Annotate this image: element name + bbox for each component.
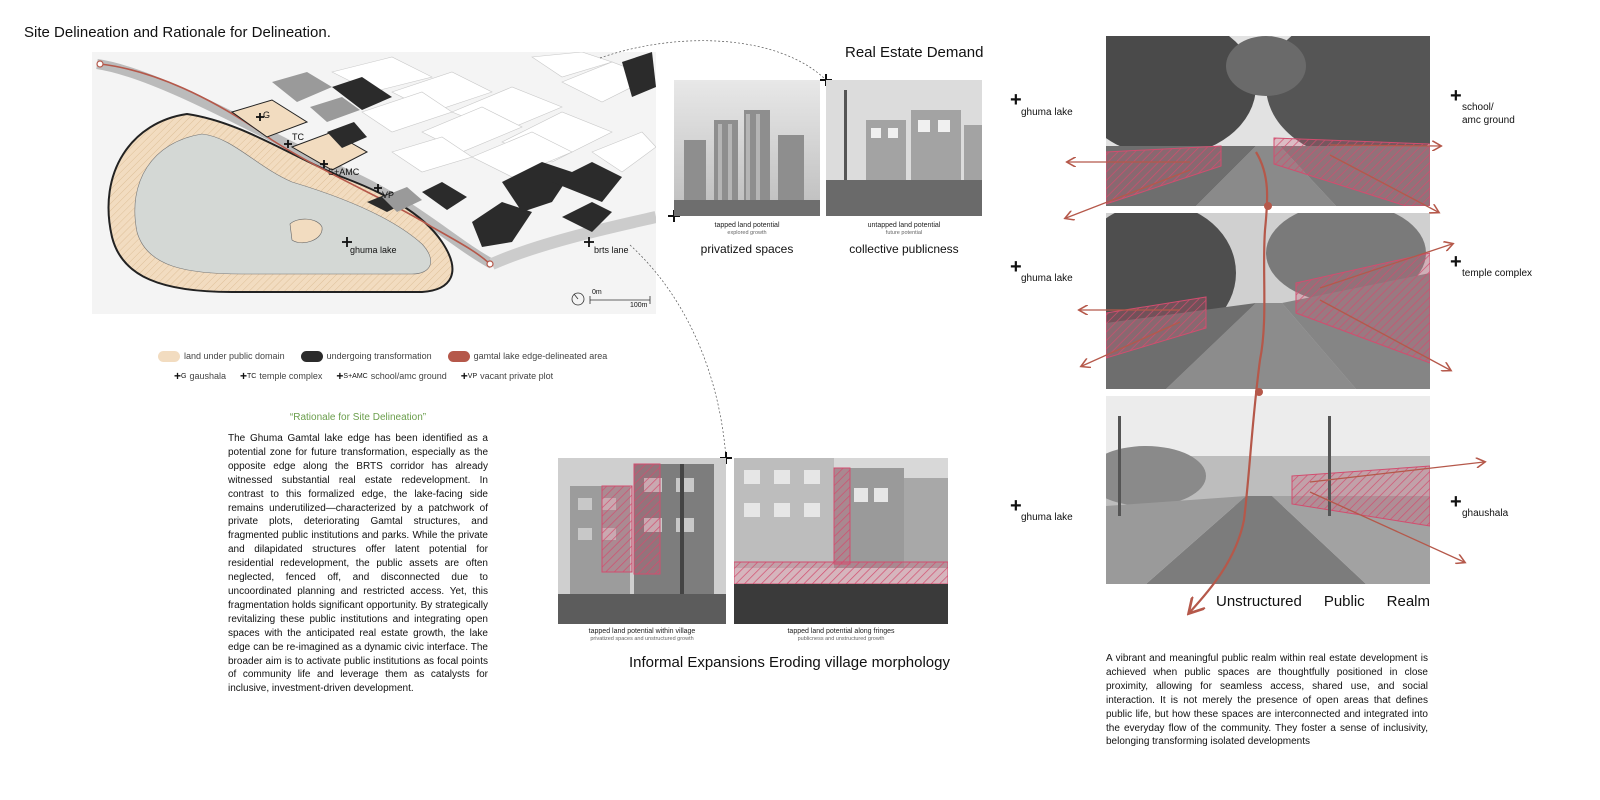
title-word: Public (1323, 593, 1365, 610)
legend-label: land under public domain (184, 351, 285, 361)
public-realm-paragraph: A vibrant and meaningful public realm wi… (1106, 653, 1428, 748)
swatch-public-domain (158, 350, 180, 362)
label-collective-publicness: collective publicness (849, 242, 959, 256)
caption-within-village: tapped land potential within village (588, 628, 696, 635)
subcaption-collective: future potential (885, 230, 923, 236)
scale-start: 0m (592, 289, 602, 296)
legend: land under public domain undergoing tran… (158, 349, 607, 383)
caption-collective: untapped land potential (867, 222, 941, 229)
label-privatized-spaces: privatized spaces (700, 242, 794, 256)
map-label-vp: VP (382, 190, 395, 200)
subcaption-within-village: privatized spaces and unstructured growt… (590, 636, 694, 642)
informal-title: Informal Expansions Eroding village morp… (628, 654, 950, 671)
plus-icon: + (1450, 491, 1462, 513)
legend-label: undergoing transformation (326, 351, 432, 361)
street-label-right-3: ghaushala (1462, 508, 1509, 519)
caption-along-fringes: tapped land potential along fringes (787, 628, 895, 635)
photo-privatized (674, 80, 820, 216)
subcaption-privatized: explored growth (727, 230, 767, 236)
legend-item-public-domain: land under public domain (158, 350, 285, 362)
plus-icon: + (1010, 256, 1022, 278)
plus-icon: + (1450, 85, 1462, 107)
swatch-transformation (300, 350, 323, 362)
legend-item-transformation: undergoing transformation (300, 350, 432, 362)
map-label-brts-lane: brts lane (594, 245, 629, 255)
street-label-right-2: temple complex (1462, 268, 1533, 279)
title-word: Realm (1386, 593, 1430, 610)
map-label-g: G (263, 110, 271, 120)
photo-collective (826, 80, 982, 216)
plus-icon: + (1010, 495, 1022, 517)
street-label-right-1: school/ amc ground (1462, 102, 1515, 126)
street-label-left-3: ghuma lake (1021, 512, 1073, 523)
map-label-ghuma-lake: ghuma lake (350, 245, 397, 255)
rationale-body: The Ghuma Gamtal lake edge has been iden… (228, 433, 488, 695)
legend-item-delineated: gamtal lake edge-delineated area (447, 350, 608, 362)
street-photo-1 (1106, 36, 1430, 206)
photo-along-fringes (734, 458, 948, 624)
page-title: Site Delineation and Rationale for Delin… (24, 24, 331, 41)
unstructured-public-realm-title: Unstructured Public Realm (1216, 593, 1430, 610)
map-label-tc: TC (292, 132, 304, 142)
street-photo-3 (1106, 396, 1430, 584)
scale-end: 100m (630, 302, 648, 309)
real-estate-title: Real Estate Demand (845, 44, 984, 61)
photo-within-village (558, 458, 726, 624)
plus-icon: + (1450, 251, 1462, 273)
plus-icon: + (1010, 89, 1022, 111)
title-word: Unstructured (1216, 593, 1302, 610)
legend-label: gamtal lake edge-delineated area (473, 351, 608, 361)
rationale-title: “Rationale for Site Delineation” (289, 412, 427, 423)
subcaption-along-fringes: publicness and unstructured growth (797, 636, 885, 642)
street-label-left-2: ghuma lake (1021, 273, 1073, 284)
site-map-drawing (92, 51, 658, 314)
swatch-delineated (447, 350, 470, 362)
site-map: G TC S+AMC VP ghuma lake brts lane 0m 10… (92, 51, 658, 314)
caption-privatized: tapped land potential (714, 222, 780, 229)
map-label-samc: S+AMC (328, 167, 360, 177)
street-label-left-1: ghuma lake (1021, 107, 1073, 118)
